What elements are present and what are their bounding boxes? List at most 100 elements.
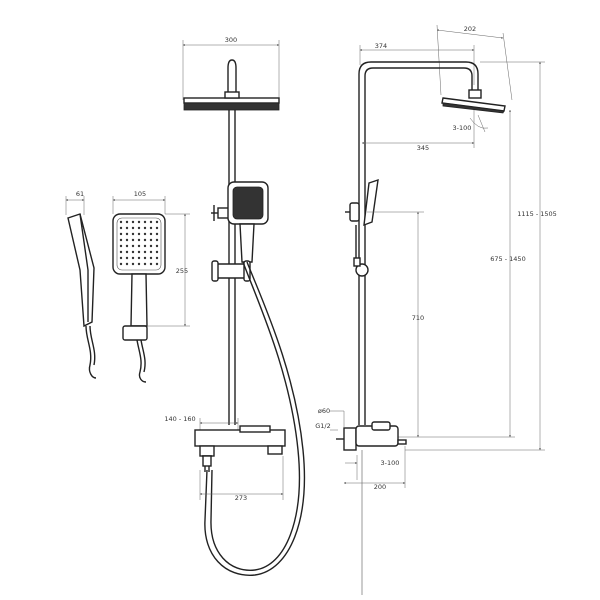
hand-shower-spray-face bbox=[232, 186, 264, 220]
nozzle-dot bbox=[119, 226, 123, 230]
dim-374-label: 374 bbox=[375, 42, 387, 50]
nozzle-dot bbox=[119, 244, 123, 248]
nozzle-dot bbox=[119, 232, 123, 236]
nozzle-dot bbox=[149, 256, 153, 260]
side-head-connector bbox=[468, 89, 482, 99]
nozzle-dot bbox=[119, 250, 123, 254]
side-shower-arm-inner bbox=[364, 67, 473, 160]
nozzle-dot bbox=[143, 256, 147, 260]
nozzle-dot bbox=[131, 262, 135, 266]
nozzle-dot bbox=[131, 220, 135, 224]
nozzle-dot bbox=[119, 256, 123, 260]
nozzle-dot bbox=[137, 262, 141, 266]
dim-140-160-label: 140 - 160 bbox=[164, 415, 195, 423]
side-mixer-wall-flange bbox=[343, 427, 357, 451]
side-hand-shower bbox=[363, 178, 379, 227]
nozzle-dot bbox=[155, 256, 159, 260]
nozzle-dot bbox=[137, 244, 141, 248]
nozzle-dot bbox=[137, 256, 141, 260]
dim-200-label: 200 bbox=[374, 483, 386, 491]
nozzle-dot bbox=[137, 232, 141, 236]
side-spout bbox=[397, 439, 407, 445]
dim-3-100-bottom-label: 3-100 bbox=[381, 459, 400, 467]
nozzle-dot bbox=[131, 232, 135, 236]
front-view: 300 140 - 160 bbox=[164, 36, 306, 576]
hand-shower-wall-holder bbox=[122, 325, 148, 341]
dim-710-label: 710 bbox=[412, 314, 424, 322]
nozzle-dot bbox=[149, 250, 153, 254]
dim-3-100-top-label: 3-100 bbox=[453, 124, 472, 132]
nozzle-dot bbox=[131, 244, 135, 248]
nozzle-dot bbox=[131, 250, 135, 254]
nozzle-dot bbox=[149, 226, 153, 230]
shower-hose bbox=[204, 261, 306, 576]
nozzle-dot bbox=[125, 220, 129, 224]
nozzle-dot bbox=[137, 226, 141, 230]
side-mixer-knob bbox=[371, 421, 391, 431]
nozzle-dot bbox=[125, 226, 129, 230]
side-slider-holder bbox=[355, 263, 369, 277]
shower-hose-inner bbox=[210, 261, 301, 571]
nozzle-dot bbox=[155, 262, 159, 266]
dim-300-label: 300 bbox=[225, 36, 237, 44]
nozzle-dot bbox=[143, 232, 147, 236]
nozzle-dot bbox=[155, 226, 159, 230]
nozzle-dot bbox=[143, 262, 147, 266]
nozzle-dot bbox=[143, 226, 147, 230]
nozzle-dot bbox=[125, 256, 129, 260]
nozzle-dot bbox=[119, 238, 123, 242]
hose-side-view bbox=[85, 325, 97, 379]
nozzle-dot bbox=[143, 238, 147, 242]
hand-shower-front-handle bbox=[130, 273, 148, 327]
dim-345-label: 345 bbox=[417, 144, 429, 152]
nozzle-dot bbox=[125, 250, 129, 254]
nozzle-dot bbox=[143, 244, 147, 248]
nozzle-dot bbox=[125, 238, 129, 242]
nozzle-dot bbox=[149, 232, 153, 236]
dim-1115-1505-label: 1115 - 1505 bbox=[517, 210, 557, 218]
nozzle-dot bbox=[137, 238, 141, 242]
nozzle-dot bbox=[155, 220, 159, 224]
mixer-eccentric bbox=[202, 455, 212, 467]
dim-273-label: 273 bbox=[235, 494, 247, 502]
nozzle-dot bbox=[125, 244, 129, 248]
nozzle-dot bbox=[155, 232, 159, 236]
dim-105-label: 105 bbox=[134, 190, 146, 198]
nozzle-dot bbox=[131, 238, 135, 242]
nozzle-dot bbox=[125, 232, 129, 236]
slider-holder bbox=[213, 263, 249, 279]
nozzle-dot bbox=[143, 220, 147, 224]
nozzle-dot bbox=[125, 262, 129, 266]
nozzle-dot bbox=[137, 250, 141, 254]
nozzle-dot bbox=[137, 220, 141, 224]
nozzle-dot bbox=[149, 262, 153, 266]
dim-255-label: 255 bbox=[176, 267, 188, 275]
mixer-left-connector bbox=[199, 445, 215, 457]
nozzle-dot bbox=[119, 262, 123, 266]
hand-shower-handle bbox=[239, 223, 255, 263]
shower-head-connector bbox=[224, 91, 240, 99]
nozzle-dot bbox=[143, 250, 147, 254]
nozzle-dot bbox=[155, 244, 159, 248]
nozzle-dot bbox=[149, 238, 153, 242]
mixer-top-handle bbox=[239, 425, 271, 433]
hand-shower-nozzle-grid bbox=[119, 220, 159, 266]
nozzle-dot bbox=[149, 244, 153, 248]
dim-g12-label: G1/2 bbox=[315, 422, 331, 430]
nozzle-dot bbox=[149, 220, 153, 224]
hand-shower-detail: 61 105 255 bbox=[65, 190, 190, 383]
hose-front-view bbox=[136, 339, 147, 383]
nozzle-dot bbox=[131, 226, 135, 230]
rain-shower-head bbox=[183, 97, 280, 104]
nozzle-dot bbox=[131, 256, 135, 260]
dim-675-1450-label: 675 - 1450 bbox=[490, 255, 525, 263]
hand-shower-side-profile bbox=[67, 213, 95, 328]
nozzle-dot bbox=[155, 238, 159, 242]
dim-61-label: 61 bbox=[76, 190, 84, 198]
shower-arm bbox=[227, 59, 237, 98]
nozzle-dot bbox=[119, 220, 123, 224]
dim-o60-label: ø60 bbox=[318, 407, 330, 415]
side-view: 374 202 3-100 345 bbox=[315, 24, 557, 595]
side-shower-arm-outer bbox=[358, 61, 479, 160]
